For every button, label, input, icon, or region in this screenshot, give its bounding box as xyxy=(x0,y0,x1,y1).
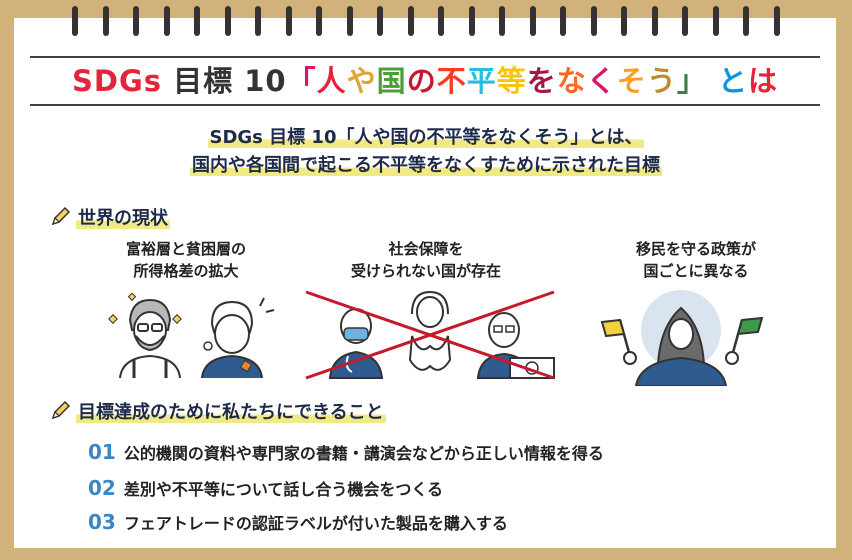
lead-text: SDGs 目標 10「人や国の不平等をなくそう」とは、 国内や各国間で起こる不平… xyxy=(0,124,852,180)
title-part: や xyxy=(346,64,377,98)
binder-ring xyxy=(224,6,231,36)
binder-rings xyxy=(0,6,852,42)
title-part: は xyxy=(747,64,778,98)
rich-poor-people-icon xyxy=(100,288,280,382)
section-current-heading: 世界の現状 xyxy=(76,208,170,229)
binder-ring xyxy=(621,6,627,36)
pencil-icon xyxy=(50,205,72,232)
current-item-2-caption: 社会保障を 受けられない国が存在 xyxy=(316,238,536,282)
title-part: 等 xyxy=(496,64,527,98)
current-item-2-line-1: 社会保障を xyxy=(388,240,464,258)
title-top-rule xyxy=(30,56,820,58)
binder-ring xyxy=(529,6,536,36)
title-part: 平 xyxy=(466,64,497,98)
title-part: 「 xyxy=(286,64,317,98)
binder-ring xyxy=(773,6,780,36)
binder-ring xyxy=(560,6,566,36)
lead-line-2: 国内や各国間で起こる不平等をなくすために示された目標 xyxy=(190,155,662,176)
paper xyxy=(14,18,836,548)
title-part: と xyxy=(706,64,748,98)
action-text: 差別や不平等について話し合う機会をつくる xyxy=(123,480,444,499)
page-title: SDGs 目標 10「人や国の不平等をなくそう」 とは xyxy=(30,58,820,98)
current-item-1-line-2: 所得格差の拡大 xyxy=(133,262,239,280)
current-item-3-line-1: 移民を守る政策が xyxy=(635,240,756,258)
action-number: 01 xyxy=(88,440,116,464)
immigrant-flags-icon xyxy=(596,290,766,390)
action-item-3: 03 フェアトレードの認証ラベルが付いた製品を購入する xyxy=(88,510,508,534)
binder-ring xyxy=(590,6,597,36)
action-text: 公的機関の資料や専門家の書籍・講演会などから正しい情報を得る xyxy=(123,444,604,463)
social-security-crossed-icon xyxy=(300,286,560,386)
title-part: 人 xyxy=(316,64,347,98)
binder-ring xyxy=(743,6,749,36)
binder-ring xyxy=(438,6,444,36)
binder-ring xyxy=(712,6,719,36)
binder-ring xyxy=(194,6,200,36)
action-item-1: 01 公的機関の資料や専門家の書籍・講演会などから正しい情報を得る xyxy=(88,440,604,464)
title-part: う xyxy=(646,64,677,98)
section-actions: 目標達成のために私たちにできること xyxy=(50,398,386,426)
binder-ring xyxy=(682,6,688,36)
binder-ring xyxy=(499,6,505,36)
title-part: 国 xyxy=(376,64,407,98)
title-part: く xyxy=(586,64,617,98)
current-item-1-caption: 富裕層と貧困層の 所得格差の拡大 xyxy=(76,238,296,282)
binder-ring xyxy=(346,6,353,36)
action-text: フェアトレードの認証ラベルが付いた製品を購入する xyxy=(123,514,508,533)
binder-ring xyxy=(285,6,292,36)
action-item-2: 02 差別や不平等について話し合う機会をつくる xyxy=(88,476,443,500)
title-part: 目標 10 xyxy=(162,64,287,98)
title-part: 」 xyxy=(676,64,707,98)
binder-ring xyxy=(72,6,78,36)
binder-ring xyxy=(468,6,475,36)
binder-ring xyxy=(377,6,383,36)
title-part: を xyxy=(526,64,557,98)
action-number: 02 xyxy=(88,476,116,500)
binder-ring xyxy=(163,6,170,36)
binder-ring xyxy=(316,6,322,36)
current-item-3-caption: 移民を守る政策が 国ごとに異なる xyxy=(586,238,806,282)
binder-ring xyxy=(102,6,109,36)
title-part: 不 xyxy=(436,64,467,98)
current-item-2-line-2: 受けられない国が存在 xyxy=(350,262,501,280)
title-part: な xyxy=(556,64,587,98)
binder-ring xyxy=(255,6,261,36)
title-part: そ xyxy=(616,64,647,98)
binder-ring xyxy=(407,6,414,36)
title-bottom-rule xyxy=(30,104,820,106)
action-number: 03 xyxy=(88,510,116,534)
pencil-icon xyxy=(50,399,72,426)
binder-ring xyxy=(651,6,658,36)
section-current: 世界の現状 xyxy=(50,204,170,232)
title-part: SDGs xyxy=(72,64,163,98)
section-actions-heading: 目標達成のために私たちにできること xyxy=(76,402,386,423)
lead-line-1: SDGs 目標 10「人や国の不平等をなくそう」とは、 xyxy=(207,127,645,148)
binder-ring xyxy=(133,6,139,36)
current-item-3-line-2: 国ごとに異なる xyxy=(643,262,749,280)
current-item-1-line-1: 富裕層と貧困層の xyxy=(125,240,246,258)
title-part: の xyxy=(406,64,437,98)
